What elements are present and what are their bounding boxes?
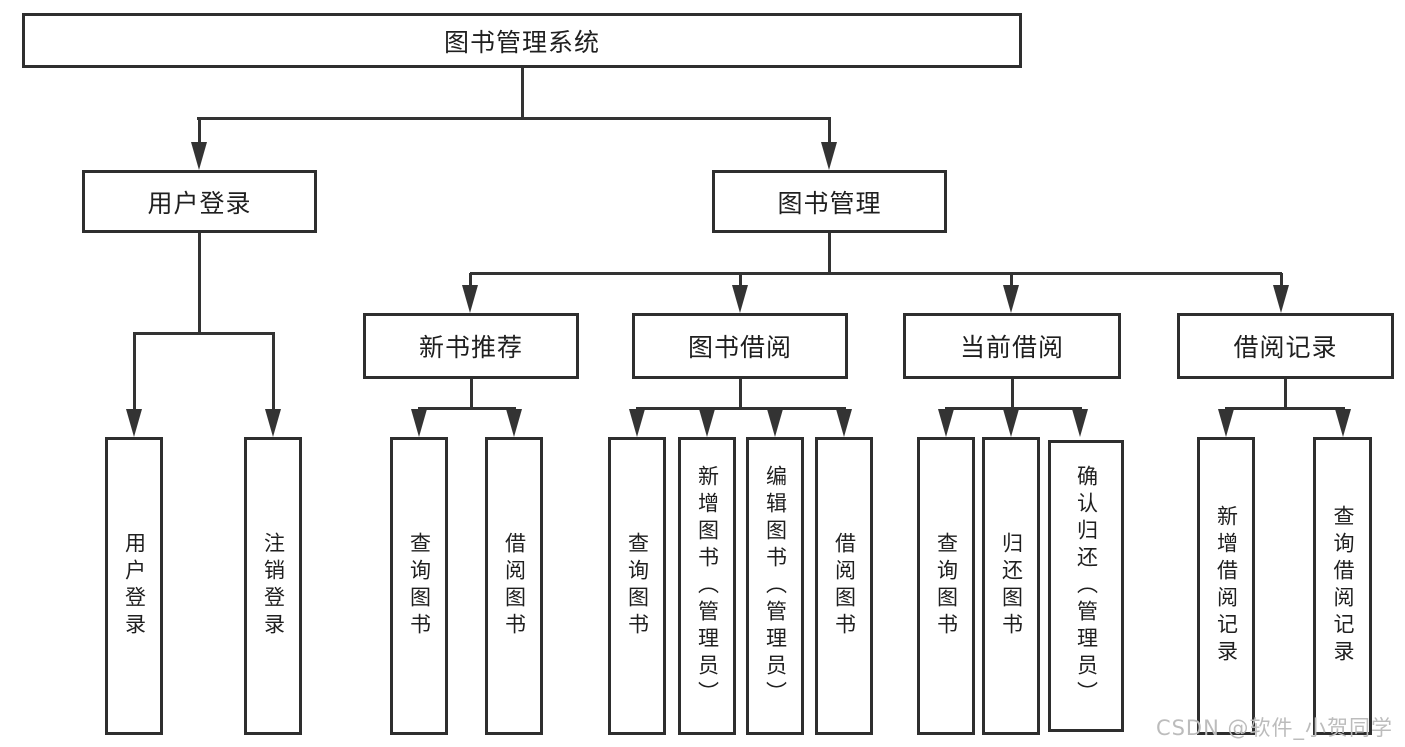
leaf-return-books-label: 归还图书 <box>999 532 1024 640</box>
node-current-borrow-label: 当前借阅 <box>959 333 1064 362</box>
node-user-login: 用户登录 <box>82 170 317 233</box>
leaf-borrow-books-label: 借阅图书 <box>832 532 857 640</box>
node-current-borrow: 当前借阅 <box>903 313 1121 379</box>
leaf-user-login-label: 用户登录 <box>122 532 147 640</box>
arrowhead-down-icon <box>629 409 645 437</box>
leaf-user-login: 用户登录 <box>105 437 163 735</box>
arrowhead-down-icon <box>1218 409 1234 437</box>
connector-stem-leaf <box>132 333 136 413</box>
leaf-add-books-admin-label: 新增图书（管理员） <box>695 464 720 708</box>
connector-branch-current <box>944 406 1082 410</box>
node-book-management-label: 图书管理 <box>777 188 882 218</box>
leaf-borrow-books: 借阅图书 <box>815 437 873 735</box>
connector-stem-user-login <box>197 118 201 146</box>
connector-stem-book-management <box>827 118 831 146</box>
arrowhead-down-icon <box>191 142 207 170</box>
leaf-recommend-borrow-books: 借阅图书 <box>485 437 543 735</box>
node-root-system-label: 图书管理系统 <box>443 27 600 57</box>
leaf-borrow-query-books: 查询图书 <box>608 437 666 735</box>
leaf-confirm-return-admin-label: 确认归还（管理员） <box>1074 464 1099 708</box>
node-new-book-recommend-label: 新书推荐 <box>418 333 523 362</box>
arrowhead-down-icon <box>821 142 837 170</box>
leaf-query-borrow-record-label: 查询借阅记录 <box>1331 505 1356 667</box>
connector-stem-leaf <box>271 333 275 413</box>
arrowhead-down-icon <box>767 409 783 437</box>
csdn-watermark: CSDN @软件_小贺同学 <box>1155 716 1393 740</box>
connector-records-stub <box>1283 379 1287 409</box>
arrowhead-down-icon <box>699 409 715 437</box>
arrowhead-down-icon <box>836 409 852 437</box>
connector-stem-records <box>1279 273 1283 289</box>
connector-branch-recommend <box>417 406 516 410</box>
arrowhead-down-icon <box>1072 409 1088 437</box>
connector-management-stub <box>827 233 831 274</box>
connector-stem-recommend <box>468 273 472 289</box>
connector-root-stub <box>520 68 524 118</box>
arrowhead-down-icon <box>1335 409 1351 437</box>
arrowhead-down-icon <box>1003 409 1019 437</box>
arrowhead-down-icon <box>411 409 427 437</box>
leaf-confirm-return-admin: 确认归还（管理员） <box>1048 440 1124 732</box>
connector-branch-user <box>132 331 275 335</box>
leaf-recommend-borrow-books-label: 借阅图书 <box>502 532 527 640</box>
arrowhead-down-icon <box>732 285 748 313</box>
connector-branch-records <box>1224 406 1345 410</box>
connector-branch-level1 <box>197 116 831 120</box>
arrowhead-down-icon <box>265 409 281 437</box>
leaf-logout-label: 注销登录 <box>261 532 286 640</box>
node-borrow-records: 借阅记录 <box>1177 313 1394 379</box>
connector-current-stub <box>1010 379 1014 409</box>
node-book-borrow-label: 图书借阅 <box>687 333 792 362</box>
node-borrow-records-label: 借阅记录 <box>1233 333 1338 362</box>
leaf-query-borrow-record: 查询借阅记录 <box>1313 437 1372 735</box>
connector-branch-level3 <box>470 271 1282 275</box>
leaf-current-query-books: 查询图书 <box>917 437 975 735</box>
leaf-add-borrow-record: 新增借阅记录 <box>1197 437 1255 735</box>
leaf-return-books: 归还图书 <box>982 437 1040 735</box>
leaf-recommend-query-books: 查询图书 <box>390 437 448 735</box>
node-book-borrow: 图书借阅 <box>632 313 848 379</box>
connector-stem-borrow <box>738 273 742 289</box>
node-root-system: 图书管理系统 <box>22 13 1022 68</box>
leaf-edit-books-admin: 编辑图书（管理员） <box>746 437 804 735</box>
arrowhead-down-icon <box>938 409 954 437</box>
arrowhead-down-icon <box>126 409 142 437</box>
arrowhead-down-icon <box>506 409 522 437</box>
connector-stem-current <box>1009 273 1013 289</box>
connector-user-stub <box>197 233 201 334</box>
connector-borrow-stub <box>738 379 742 409</box>
leaf-current-query-books-label: 查询图书 <box>934 532 959 640</box>
leaf-add-books-admin: 新增图书（管理员） <box>678 437 736 735</box>
leaf-recommend-query-books-label: 查询图书 <box>407 532 432 640</box>
connector-branch-borrow <box>635 406 846 410</box>
leaf-borrow-query-books-label: 查询图书 <box>625 532 650 640</box>
node-book-management: 图书管理 <box>712 170 947 233</box>
connector-recommend-stub <box>469 379 473 409</box>
leaf-edit-books-admin-label: 编辑图书（管理员） <box>763 464 788 708</box>
arrowhead-down-icon <box>462 285 478 313</box>
leaf-add-borrow-record-label: 新增借阅记录 <box>1214 505 1239 667</box>
leaf-logout: 注销登录 <box>244 437 302 735</box>
node-new-book-recommend: 新书推荐 <box>363 313 579 379</box>
arrowhead-down-icon <box>1003 285 1019 313</box>
node-user-login-label: 用户登录 <box>147 188 252 218</box>
arrowhead-down-icon <box>1273 285 1289 313</box>
